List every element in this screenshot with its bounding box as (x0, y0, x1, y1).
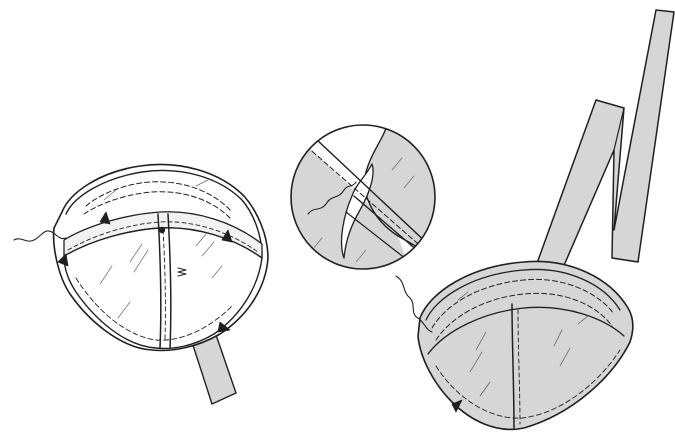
right-notch (451, 399, 463, 413)
left-notch-3 (217, 321, 231, 333)
left-stitch-top-2 (83, 191, 231, 219)
left-center-seam-2 (167, 213, 172, 349)
left-cup-body (63, 227, 263, 350)
right-center-stitch (517, 309, 521, 425)
detail-edge-1 (299, 125, 431, 247)
left-pin-dot (158, 226, 166, 234)
left-bottom-stitch (75, 277, 233, 341)
left-hatching (99, 179, 223, 319)
right-strap-crease (613, 107, 625, 151)
left-stitch-top (85, 181, 233, 213)
left-cup-panel (13, 163, 269, 405)
left-center-stitch (162, 229, 166, 341)
detail-fold-flap (340, 163, 374, 259)
right-stitch-top-2 (435, 292, 613, 341)
right-cup-shell (417, 260, 634, 431)
left-binding-edge (65, 169, 263, 257)
detail-circle-outline (290, 124, 436, 270)
right-center-seam (511, 303, 515, 429)
left-tack-mark (177, 267, 187, 277)
right-thread-tail (395, 275, 433, 333)
detail-thread (307, 181, 357, 215)
right-cup-panel (395, 9, 675, 431)
right-zigzag-strap (535, 9, 675, 271)
detail-stitch-line (305, 145, 433, 257)
right-stitch-top (431, 278, 615, 329)
detail-circle (290, 124, 436, 270)
left-thread-tail (13, 230, 67, 242)
left-center-seam (157, 213, 162, 349)
right-binding-edge (425, 268, 621, 321)
right-lower-edge (427, 306, 625, 355)
left-notch-2 (221, 229, 233, 243)
right-hatching (457, 291, 589, 397)
left-notch-1 (99, 211, 111, 225)
left-notch-4 (57, 253, 69, 267)
left-lining-stitch (67, 221, 259, 253)
right-bottom-stitch (435, 349, 621, 419)
